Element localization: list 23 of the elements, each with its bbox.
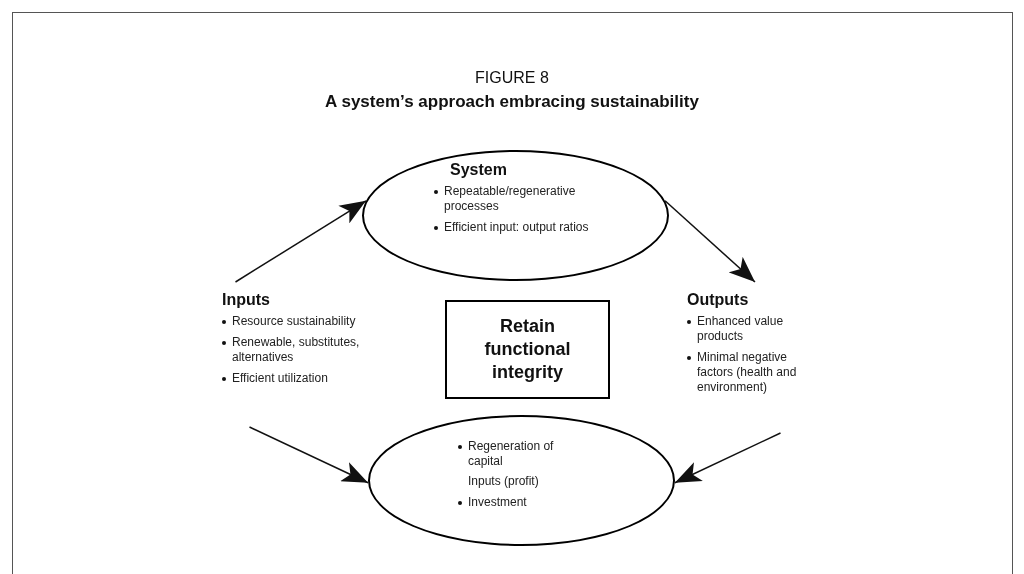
figure-number: FIGURE 8 [474,68,550,88]
arrow [248,426,369,484]
bullet-text: Enhanced value products [697,314,785,344]
bullet-text: Regeneration of capital [468,439,555,469]
bullet-text: Inputs (profit) [468,474,540,489]
ellipse-node [368,415,675,546]
node-heading: Inputs [222,290,271,310]
arrow [664,200,756,283]
bullet-text: Resource sustainability [232,314,357,329]
figure-title: A system’s approach embracing sustainability [324,91,700,113]
ellipse-node [362,150,669,281]
arrow [234,200,367,283]
box-text: Retain functional integrity [483,315,572,384]
bullet-text: Investment [468,495,528,510]
bullet-text: Minimal negative factors (health and environment) [697,350,798,395]
node-heading: Outputs [687,290,750,310]
node-heading: System [449,160,508,180]
bullet-text: Efficient input: output ratios [444,220,590,235]
bullet-text: Renewable, substitutes, alternatives [232,335,361,365]
bullet-text: Repeatable/regenerative processes [444,184,577,214]
arrow [674,432,782,484]
process-box [445,300,610,399]
bullet-text: Efficient utilization [232,371,329,386]
